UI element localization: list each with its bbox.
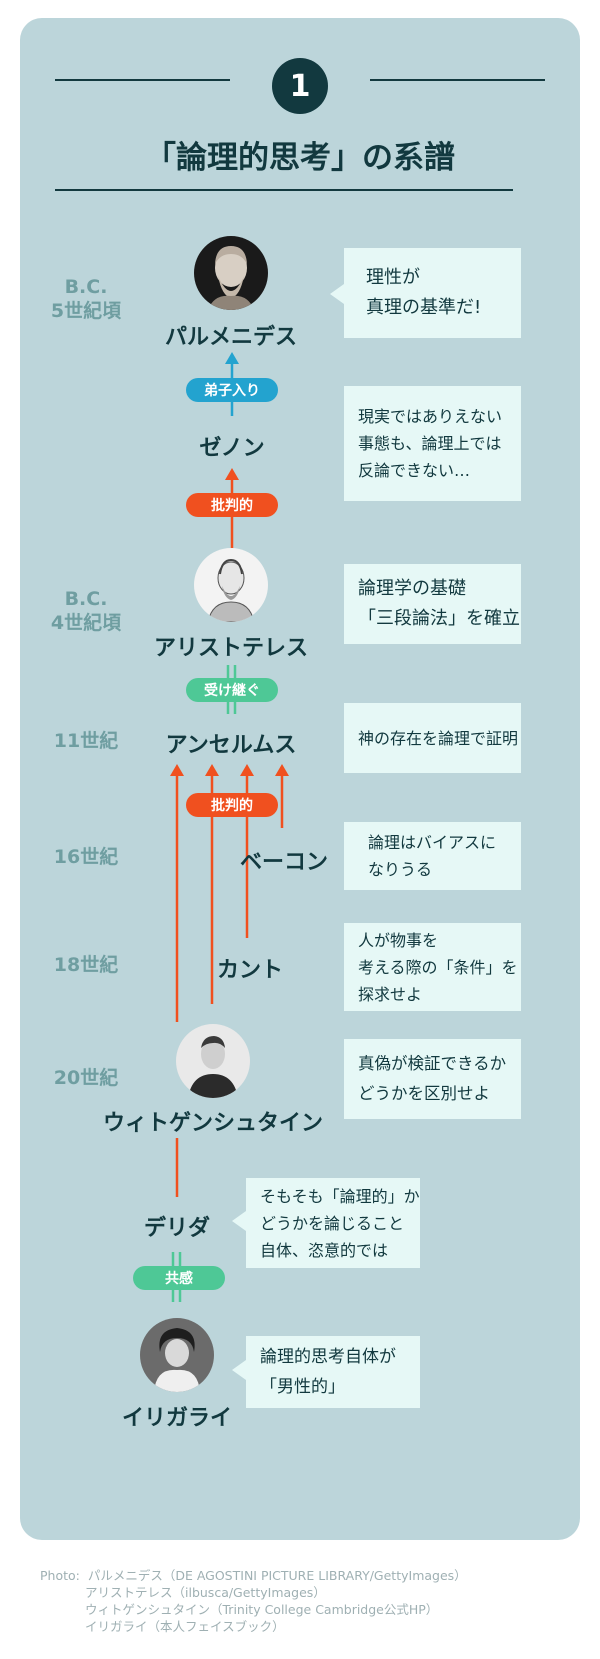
quote-parmenides: 理性が真理の基準だ!	[344, 248, 521, 338]
credit-line: イリガライ（本人フェイスブック）	[85, 1619, 285, 1634]
disciple-arrowhead	[225, 352, 239, 364]
relation-pill-critical-zeno: 批判的	[186, 493, 278, 517]
page-title: 「論理的思考」の系譜	[145, 140, 455, 176]
relation-pill-sympathy: 共感	[133, 1266, 225, 1290]
header-rule-right	[370, 79, 545, 81]
critical-arrowhead-1	[170, 764, 184, 776]
name-derrida: デリダ	[143, 1216, 210, 1241]
relation-pill-critical-anselm: 批判的	[186, 793, 278, 817]
era-18c: 18世紀	[53, 954, 119, 976]
bubble-tail-irigaray	[232, 1360, 246, 1380]
quote-anselm: 神の存在を論理で証明	[344, 703, 521, 773]
wittgenstein-portrait	[176, 1024, 250, 1098]
era-20c: 20世紀	[53, 1067, 119, 1089]
relation-pill-disciple: 弟子入り	[186, 378, 278, 402]
era-bc4: B.C.4世紀頃	[50, 588, 122, 634]
title-rule	[55, 189, 513, 191]
credit-line: アリストテレス（ilbusca/GettyImages）	[85, 1585, 326, 1600]
quote-zeno: 現実ではありえない事態も、論理上では反論できない…	[344, 386, 521, 501]
name-aristotle: アリストテレス	[153, 636, 308, 661]
era-11c: 11世紀	[53, 730, 119, 752]
name-wittgenstein: ウィトゲンシュタイン	[102, 1111, 323, 1136]
quote-aristotle: 論理学の基礎「三段論法」を確立	[344, 564, 521, 644]
quote-wittgenstein: 真偽が検証できるかどうかを区別せよ	[344, 1039, 521, 1119]
name-parmenides: パルメニデス	[164, 325, 297, 350]
critical-arrowhead-3	[240, 764, 254, 776]
critical-arrowhead-2	[205, 764, 219, 776]
name-irigaray: イリガライ	[121, 1406, 232, 1431]
name-bacon: ベーコン	[239, 850, 328, 875]
credit-line: ウィトゲンシュタイン（Trinity College Cambridge公式HP…	[85, 1602, 439, 1617]
era-16c: 16世紀	[53, 846, 119, 868]
critical-arrowhead-4	[275, 764, 289, 776]
name-anselm: アンセルムス	[165, 733, 297, 758]
parmenides-portrait	[194, 236, 268, 310]
era-bc5: B.C.5世紀頃	[50, 276, 122, 322]
bubble-tail-derrida	[232, 1211, 246, 1231]
credit-prefix: Photo:	[40, 1568, 80, 1583]
irigaray-portrait	[140, 1318, 214, 1392]
name-zeno: ゼノン	[199, 436, 265, 461]
header-rule-left	[55, 79, 230, 81]
bubble-tail-parmenides	[330, 284, 344, 304]
credit-line: パルメニデス（DE AGOSTINI PICTURE LIBRARY/Getty…	[87, 1568, 467, 1583]
critical-arrow-zeno-head	[225, 468, 239, 480]
quote-kant: 人が物事を考える際の「条件」を探求せよ	[344, 923, 521, 1011]
name-kant: カント	[216, 958, 283, 983]
photo-credits: Photo: パルメニデス（DE AGOSTINI PICTURE LIBRAR…	[40, 1567, 467, 1635]
aristotle-portrait	[194, 548, 268, 622]
quote-derrida: そもそも「論理的」かどうかを論じること自体、恣意的では	[246, 1178, 420, 1268]
section-number-badge: 1	[272, 58, 328, 114]
quote-irigaray: 論理的思考自体が「男性的」	[246, 1336, 420, 1408]
relation-pill-inherit: 受け継ぐ	[186, 678, 278, 702]
quote-bacon: 論理はバイアスになりうる	[344, 822, 521, 890]
